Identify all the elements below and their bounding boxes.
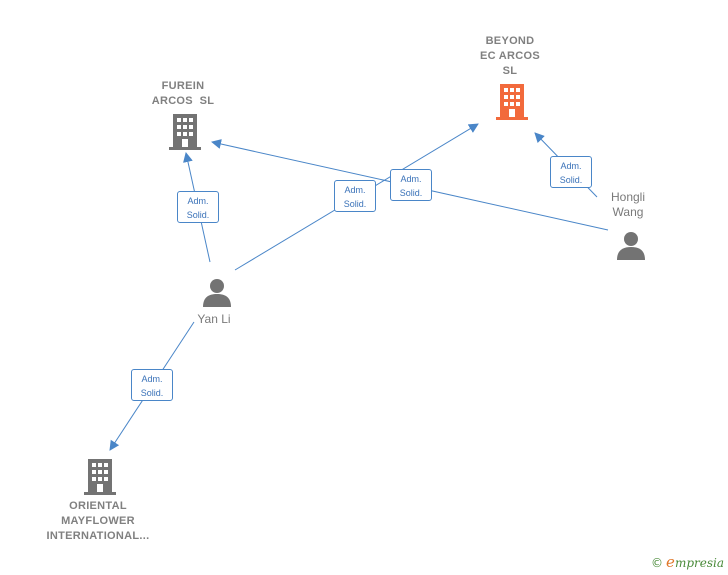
badge-line2: Solid. — [399, 188, 423, 198]
beyond-line3: SL — [502, 65, 518, 77]
copyright-icon: © — [651, 556, 664, 570]
badge-line1: Adm. — [344, 185, 366, 195]
brand-e: e — [666, 553, 675, 571]
oriental-line3: INTERNATIONAL... — [46, 530, 150, 542]
hongli-line1: Hongli — [610, 190, 646, 204]
edge-badge-hongli-furein[interactable]: Adm. Solid. — [390, 169, 432, 201]
building-icon[interactable] — [496, 84, 528, 120]
edge-badge-yanli-beyond[interactable]: Adm. Solid. — [334, 180, 376, 212]
furein-line2: ARCOS SL — [151, 95, 215, 107]
person-label-hongli[interactable]: Hongli Wang — [598, 190, 658, 220]
badge-line1: Adm. — [560, 161, 582, 171]
edge-badge-hongli-beyond[interactable]: Adm. Solid. — [550, 156, 592, 188]
badge-line2: Solid. — [140, 388, 164, 398]
badge-line1: Adm. — [141, 374, 163, 384]
edge-badge-yanli-oriental[interactable]: Adm. Solid. — [131, 369, 173, 401]
empresia-logo: ©empresia — [651, 553, 724, 571]
hongli-line2: Wang — [612, 205, 644, 219]
person-icon[interactable] — [202, 277, 232, 307]
furein-line1: FUREIN — [161, 80, 205, 92]
badge-line1: Adm. — [400, 174, 422, 184]
badge-line2: Solid. — [343, 199, 367, 209]
company-label-furein[interactable]: FUREIN ARCOS SL — [133, 79, 233, 109]
oriental-line1: ORIENTAL — [69, 500, 127, 512]
brand-name: mpresia — [674, 556, 724, 570]
badge-line1: Adm. — [187, 196, 209, 206]
company-label-beyond[interactable]: BEYOND EC ARCOS SL — [460, 34, 560, 79]
yanli-name: Yan Li — [197, 312, 231, 326]
person-label-yanli[interactable]: Yan Li — [174, 312, 254, 327]
company-label-oriental[interactable]: ORIENTAL MAYFLOWER INTERNATIONAL... — [38, 499, 158, 544]
building-icon[interactable] — [84, 459, 116, 495]
beyond-line2: EC ARCOS — [479, 50, 541, 62]
badge-line2: Solid. — [559, 175, 583, 185]
building-icon[interactable] — [169, 114, 201, 150]
person-icon[interactable] — [616, 230, 646, 260]
edge-badge-yanli-furein[interactable]: Adm. Solid. — [177, 191, 219, 223]
beyond-line1: BEYOND — [485, 35, 535, 47]
badge-line2: Solid. — [186, 210, 210, 220]
oriental-line2: MAYFLOWER — [61, 515, 135, 527]
